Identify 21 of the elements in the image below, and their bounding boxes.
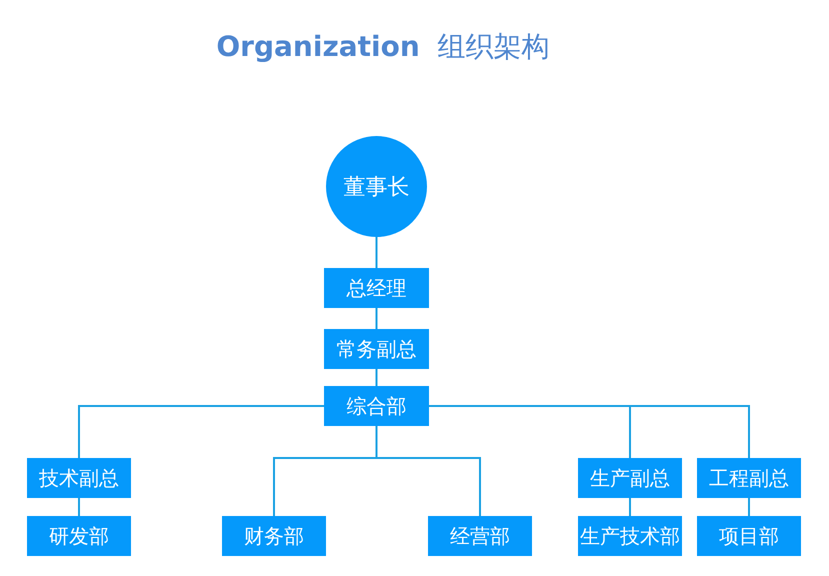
connector-line bbox=[376, 308, 378, 329]
connector-line bbox=[376, 237, 378, 268]
department-box: 总经理 bbox=[324, 268, 429, 308]
department-box: 项目部 bbox=[697, 516, 801, 556]
connector-line bbox=[429, 405, 750, 458]
department-box: 工程副总 bbox=[697, 458, 801, 498]
connector-line bbox=[376, 369, 378, 386]
diagram-title: Organization 组织架构 bbox=[215, 29, 551, 65]
department-box: 财务部 bbox=[222, 516, 326, 556]
department-box: 技术副总 bbox=[27, 458, 131, 498]
department-box: 研发部 bbox=[27, 516, 131, 556]
role-circle: 董事长 bbox=[326, 136, 427, 237]
department-box: 经营部 bbox=[428, 516, 532, 556]
department-box: 生产技术部 bbox=[578, 516, 682, 556]
connector-line bbox=[78, 405, 324, 458]
connector-line bbox=[78, 498, 80, 516]
department-box: 常务副总 bbox=[324, 329, 429, 369]
connector-line bbox=[748, 498, 750, 516]
department-box: 综合部 bbox=[324, 386, 429, 426]
connector-line bbox=[629, 498, 631, 516]
department-box: 生产副总 bbox=[578, 458, 682, 498]
